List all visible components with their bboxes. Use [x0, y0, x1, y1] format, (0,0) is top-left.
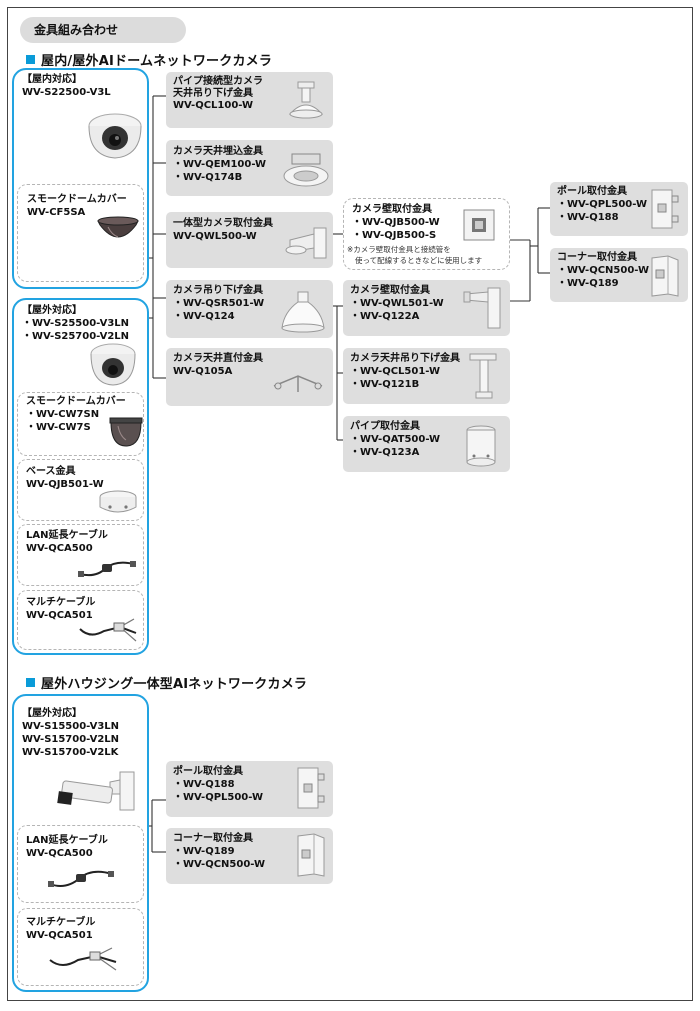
mount-text: ・WV-QWL501-W — [350, 298, 444, 309]
pendant-mount-image — [281, 291, 325, 333]
mount-wall — [343, 280, 510, 336]
mount-text: カメラ天井埋込金具 — [173, 146, 263, 157]
outdoor-tag: 【屋外対応】 — [22, 305, 82, 316]
lan-cable-model: WV-QCA500 — [26, 543, 93, 554]
multi-cable-title: マルチケーブル — [26, 597, 96, 608]
base-bracket-image — [99, 490, 137, 513]
wall-bracket-note: 使って配線するときなどに使用します — [355, 256, 483, 265]
housing-lan-model: WV-QCA500 — [26, 848, 93, 859]
indoor-cover-title: スモークドームカバー — [27, 194, 127, 205]
outdoor-cover-model-2: ・WV-CW7S — [26, 422, 91, 433]
lan-cable-title: LAN延長ケーブル — [26, 530, 108, 541]
multi-cable-box — [17, 590, 144, 650]
mount-text: 一体型カメラ取付金具 — [173, 218, 273, 229]
housing-multi-title: マルチケーブル — [26, 917, 96, 928]
outdoor-model-2: ・WV-S25700-V2LN — [22, 331, 130, 342]
dome-section-title: 屋内/屋外AIドームネットワークカメラ — [26, 50, 272, 69]
housing-lan-cable-box — [17, 825, 144, 903]
housing-section-title: 屋外ハウジング一体型AIネットワークカメラ — [26, 673, 307, 692]
housing-lan-title: LAN延長ケーブル — [26, 835, 108, 846]
mount-text: ・WV-QCN500-W — [173, 859, 266, 870]
mount-ceiling-direct — [166, 348, 333, 406]
mount-text: パイプ取付金具 — [350, 421, 420, 432]
housing-corner-mount-image — [297, 833, 325, 877]
pole-mount-image — [651, 189, 679, 229]
mount-text: ・WV-QCN500-W — [557, 265, 650, 276]
mount-text: ・WV-Q188 — [557, 212, 619, 223]
mount-text: コーナー取付金具 — [557, 252, 637, 263]
section-square-icon — [26, 55, 35, 64]
section-square-icon — [26, 678, 35, 687]
mount-text: カメラ壁取付金具 — [350, 285, 430, 296]
mount-text: カメラ天井直付金具 — [173, 353, 263, 364]
wall-box-image — [463, 209, 495, 241]
mount-text: ・WV-QJB500-W — [352, 217, 440, 228]
mount-text: ポール取付金具 — [173, 766, 243, 777]
housing-multi-cable-box — [17, 908, 144, 986]
mount-text: ・WV-Q189 — [173, 846, 235, 857]
ceiling-direct-mount-image — [273, 375, 323, 392]
indoor-model: WV-S22500-V3L — [22, 87, 111, 98]
corner-mount-image — [651, 255, 679, 297]
housing-camera-image — [57, 771, 135, 811]
mount-text: ・WV-QAT500-W — [350, 434, 441, 445]
mount-text: ・WV-QPL500-W — [173, 792, 263, 803]
dome-camera-image — [88, 113, 142, 159]
mount-text: ポール取付金具 — [557, 186, 627, 197]
mount-text: ・WV-QEM100-W — [173, 159, 267, 170]
header-pill: 金具組み合わせ — [20, 17, 186, 43]
base-bracket-model: WV-QJB501-W — [26, 479, 104, 490]
outdoor-cover-title: スモークドームカバー — [26, 396, 126, 407]
mount-text: カメラ吊り下げ金具 — [173, 285, 263, 296]
smoke-dome-cover-image — [97, 216, 139, 238]
mount-text: ・WV-QJB500-S — [352, 230, 437, 241]
lan-cable-image — [78, 561, 136, 577]
mount-text: ・WV-QSR501-W — [173, 298, 265, 309]
mount-text: ・WV-Q174B — [173, 172, 243, 183]
indoor-cover-model: WV-CF5SA — [27, 207, 86, 218]
mount-text: ・WV-Q188 — [173, 779, 235, 790]
housing-model-1: WV-S15500-V3LN — [22, 721, 120, 732]
mount-text: ・WV-Q189 — [557, 278, 619, 289]
outdoor-cover-model-1: ・WV-CW7SN — [26, 409, 100, 420]
mount-text: ・WV-Q124 — [173, 311, 235, 322]
housing-pole-mount-image — [297, 767, 325, 809]
mount-text: ・WV-QCL501-W — [350, 366, 441, 377]
housing-model-2: WV-S15700-V2LN — [22, 734, 120, 745]
housing-tag: 【屋外対応】 — [22, 708, 82, 719]
housing-lan-cable-image — [48, 870, 114, 887]
housing-multi-model: WV-QCA501 — [26, 930, 93, 941]
indoor-tag: 【屋内対応】 — [22, 74, 82, 85]
ceiling-embed-mount-image — [283, 153, 329, 187]
outer-frame — [7, 7, 693, 1001]
outdoor-model-1: ・WV-S25500-V3LN — [22, 318, 130, 329]
mount-text: ・WV-Q121B — [350, 379, 420, 390]
mount-text: WV-QCL100-W — [173, 100, 254, 111]
pipe-mount-image — [466, 425, 496, 467]
outdoor-dome-camera-image — [90, 343, 136, 386]
multi-cable-image — [79, 618, 137, 642]
multi-cable-model: WV-QCA501 — [26, 610, 93, 621]
mount-text: カメラ壁取付金具 — [352, 204, 432, 215]
mount-text: 天井吊り下げ金具 — [173, 88, 253, 99]
wall-bracket-note: ※カメラ壁取付金具と接続管を — [347, 245, 451, 254]
outdoor-smoke-cover-image — [109, 417, 143, 447]
wall-mount-image — [463, 287, 501, 329]
integrated-wall-mount-image — [285, 227, 327, 259]
housing-multi-cable-image — [49, 947, 117, 971]
mount-text: ・WV-Q122A — [350, 311, 420, 322]
mount-text: コーナー取付金具 — [173, 833, 253, 844]
mount-text: パイプ接続型カメラ — [173, 76, 263, 87]
ceiling-pendant-mount-image — [469, 353, 497, 399]
mount-text: カメラ天井吊り下げ金具 — [350, 353, 460, 364]
housing-model-3: WV-S15700-V2LK — [22, 747, 119, 758]
mount-text: ・WV-Q123A — [350, 447, 420, 458]
pipe-ceiling-mount-image — [288, 81, 324, 119]
mount-text: WV-QWL500-W — [173, 231, 257, 242]
base-bracket-title: ベース金具 — [26, 466, 76, 477]
mount-text: ・WV-QPL500-W — [557, 199, 647, 210]
mount-text: WV-Q105A — [173, 366, 233, 377]
